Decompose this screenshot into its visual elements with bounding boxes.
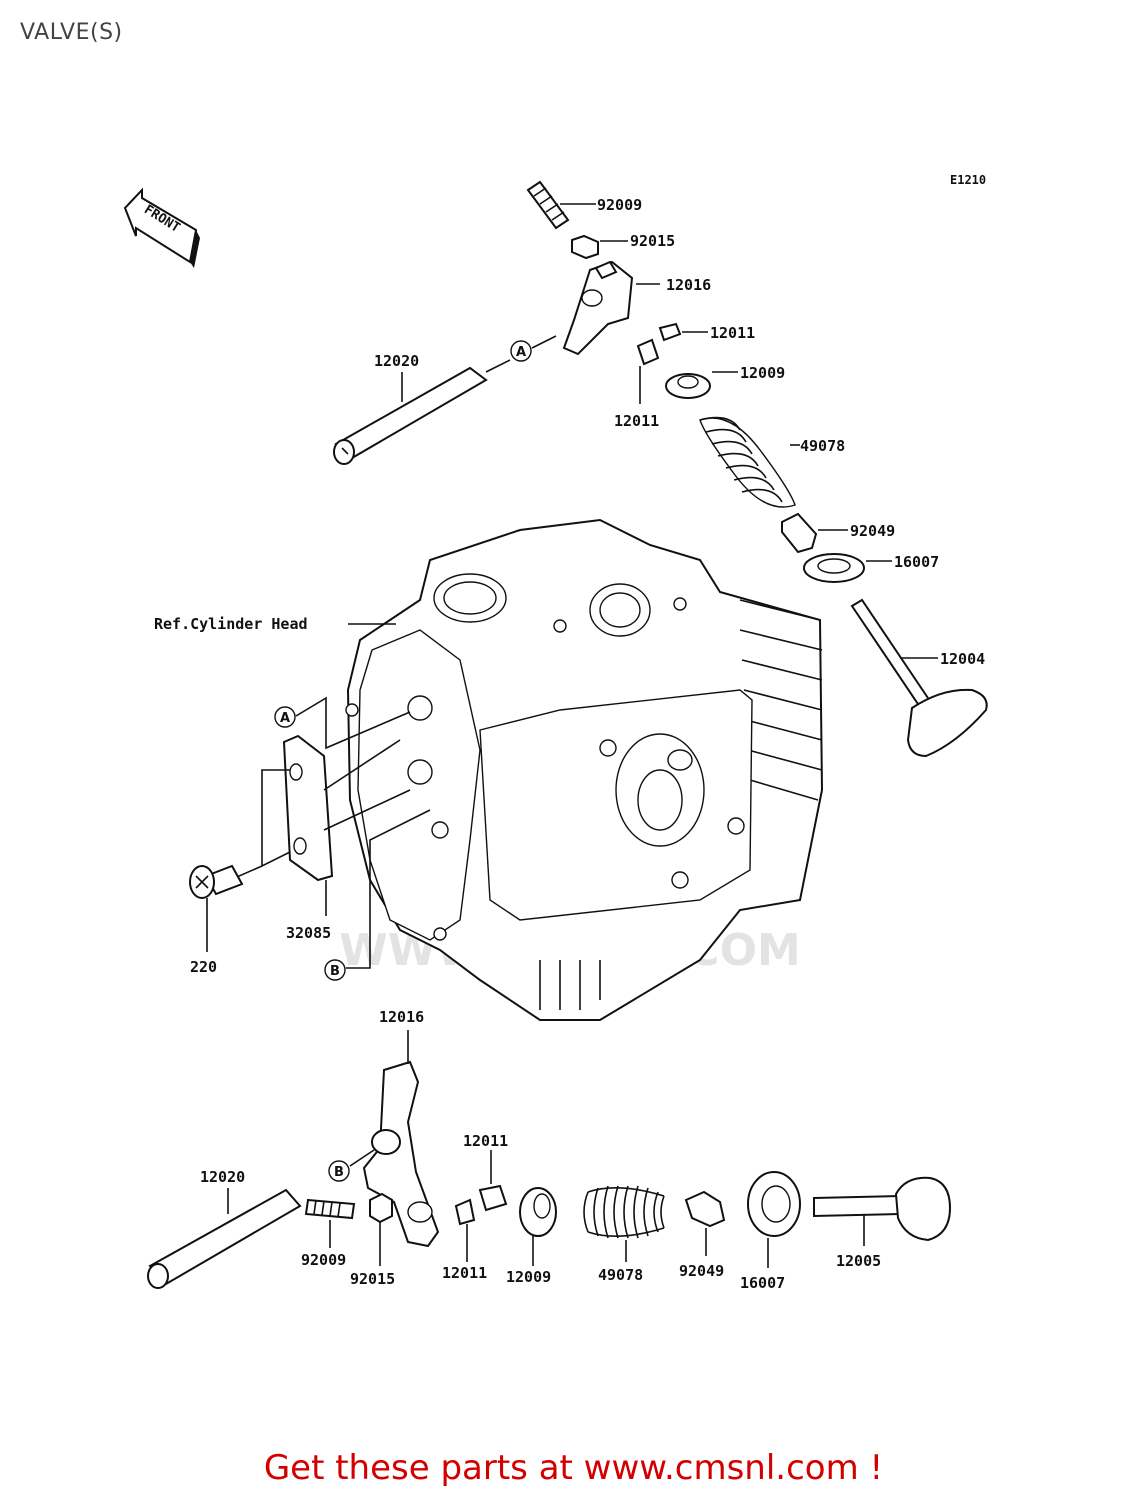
ref-cylinder-head-label: Ref.Cylinder Head: [154, 615, 308, 633]
spring-retainer-top: [665, 373, 711, 399]
callout-b-head: B: [324, 809, 431, 981]
part-label-12020-top[interactable]: 12020: [374, 352, 419, 370]
part-label-92009-top[interactable]: 92009: [597, 196, 642, 214]
part-label-16007-top[interactable]: 16007: [894, 553, 939, 571]
part-label-12004[interactable]: 12004: [940, 650, 985, 668]
adjusting-screw-bottom: [304, 1198, 356, 1220]
rocker-arm-top: [562, 260, 634, 356]
part-label-16007-bottom[interactable]: 16007: [740, 1274, 785, 1292]
locknut-bottom: [369, 1192, 393, 1224]
valve-spring-bottom: [583, 1185, 665, 1239]
rocker-arm-bottom: [362, 1060, 440, 1248]
part-label-12011-top-a[interactable]: 12011: [710, 324, 755, 342]
front-arrow-icon: FRONT: [123, 187, 200, 268]
callout-b-bottom-letter: B: [334, 1165, 344, 1180]
retaining-plate: [282, 734, 411, 882]
cotter-top-a: [658, 322, 682, 342]
part-label-12005[interactable]: 12005: [836, 1252, 881, 1270]
callout-a-top-letter: A: [516, 345, 526, 360]
cotter-top-b: [636, 338, 660, 366]
part-label-12020-bottom[interactable]: 12020: [200, 1168, 245, 1186]
part-label-220[interactable]: 220: [190, 958, 217, 976]
part-label-12009-bottom[interactable]: 12009: [506, 1268, 551, 1286]
screw-220: [189, 864, 244, 899]
cotter-bottom-b: [454, 1198, 476, 1226]
part-label-49078-bottom[interactable]: 49078: [598, 1266, 643, 1284]
part-labels: 92009 92015 12016 12011 12009 12011 1202…: [154, 196, 985, 1292]
part-label-92015-top[interactable]: 92015: [630, 232, 675, 250]
diagram-code: E1210: [950, 173, 986, 187]
cta-link[interactable]: Get these parts at www.cmsnl.com !: [263, 1448, 884, 1488]
cotter-bottom-a: [478, 1184, 508, 1212]
locknut-top: [571, 234, 599, 260]
part-label-49078-top[interactable]: 49078: [800, 437, 845, 455]
part-label-92049-top[interactable]: 92049: [850, 522, 895, 540]
spring-seat-bottom: [747, 1171, 801, 1237]
cylinder-head: [345, 518, 824, 1021]
adjusting-screw-top: [526, 180, 570, 230]
valve-exhaust: [813, 1176, 952, 1242]
rocker-shaft-bottom: [147, 1188, 302, 1289]
rocker-shaft-top: [333, 366, 488, 465]
part-label-92015-bottom[interactable]: 92015: [350, 1270, 395, 1288]
part-label-12016-top[interactable]: 12016: [666, 276, 711, 294]
valve-seal-top: [781, 512, 818, 554]
part-label-12011-bottom-b[interactable]: 12011: [442, 1264, 487, 1282]
valve-seal-bottom: [684, 1190, 726, 1228]
spring-retainer-bottom: [519, 1187, 557, 1237]
part-label-12016-bottom[interactable]: 12016: [379, 1008, 424, 1026]
part-label-12011-top-b[interactable]: 12011: [614, 412, 659, 430]
valve-spring-top: [699, 416, 796, 508]
callout-a-head: A: [274, 696, 411, 750]
part-label-92049-bottom[interactable]: 92049: [679, 1262, 724, 1280]
part-label-92009-bottom[interactable]: 92009: [301, 1251, 346, 1269]
part-label-12009-top[interactable]: 12009: [740, 364, 785, 382]
callout-a-top: A: [510, 335, 557, 362]
callout-a-head-letter: A: [280, 711, 290, 726]
parts-diagram: cms WWW.CMSNL.COM E1210 FRONT: [123, 173, 988, 1292]
callout-b-head-letter: B: [330, 964, 340, 979]
callout-b-bottom: B: [328, 1149, 375, 1182]
part-label-12011-bottom-a[interactable]: 12011: [463, 1132, 508, 1150]
page-title: VALVE(S): [20, 20, 123, 45]
spring-seat-top: [803, 553, 865, 583]
part-label-32085[interactable]: 32085: [286, 924, 331, 942]
valve-intake: [850, 598, 988, 758]
